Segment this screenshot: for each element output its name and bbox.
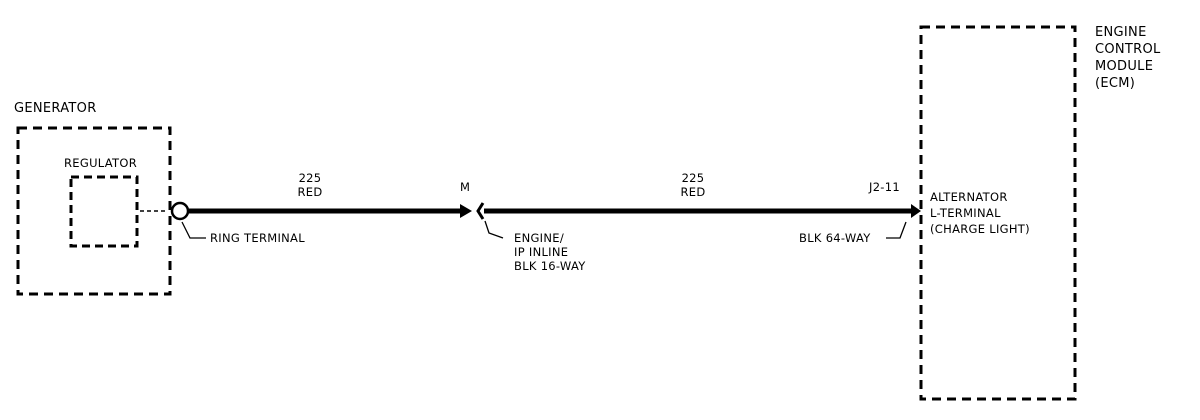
connector-m-line1: ENGINE/ <box>514 231 564 245</box>
regulator-box <box>69 175 139 248</box>
wire-225-red-1: 225 RED <box>188 171 472 218</box>
wire-2-color: RED <box>680 185 705 199</box>
connector-m-line2: IP INLINE <box>514 245 568 259</box>
generator-box <box>16 126 172 296</box>
regulator-label: REGULATOR <box>64 156 137 170</box>
wire-2-arrowhead <box>911 204 921 218</box>
generator-component: GENERATOR REGULATOR <box>14 101 172 296</box>
ecm-terminal-line2: L-TERMINAL <box>930 206 1001 220</box>
ecm-connector: J2-11 BLK 64-WAY <box>799 180 907 245</box>
connector-m-line3: BLK 16-WAY <box>514 259 586 273</box>
ring-terminal-circle <box>170 201 190 221</box>
ring-terminal-leader <box>181 221 206 239</box>
wire-1-color: RED <box>297 185 322 199</box>
ecm-title-line1: ENGINE <box>1095 25 1147 40</box>
ecm-title-line3: MODULE <box>1095 59 1153 74</box>
ecm-title-line2: CONTROL <box>1095 42 1161 57</box>
ecm-connector-pin: J2-11 <box>868 180 900 194</box>
connector-m-pin: M <box>460 180 470 194</box>
ecm-title-line4: (ECM) <box>1095 76 1135 91</box>
ecm-connector-leader <box>886 221 907 239</box>
wire-1-arrowhead <box>460 204 472 218</box>
ecm-terminal-line1: ALTERNATOR <box>930 190 1008 204</box>
ring-terminal-label: RING TERMINAL <box>210 231 305 245</box>
ring-terminal: RING TERMINAL <box>170 201 305 245</box>
connector-m-leader <box>484 220 504 239</box>
wire-2-circuit: 225 <box>682 171 705 185</box>
wire-1-circuit: 225 <box>299 171 322 185</box>
ecm-connector-label: BLK 64-WAY <box>799 231 871 245</box>
connector-m-female-symbol <box>476 202 485 220</box>
connector-m: M ENGINE/ IP INLINE BLK 16-WAY <box>460 180 586 273</box>
ecm-component: ENGINE CONTROL MODULE (ECM) ALTERNATOR L… <box>919 25 1161 401</box>
ecm-box <box>919 25 1077 401</box>
wire-225-red-2: 225 RED <box>484 171 921 218</box>
generator-label: GENERATOR <box>14 101 97 116</box>
ecm-terminal-line3: (CHARGE LIGHT) <box>930 222 1030 236</box>
